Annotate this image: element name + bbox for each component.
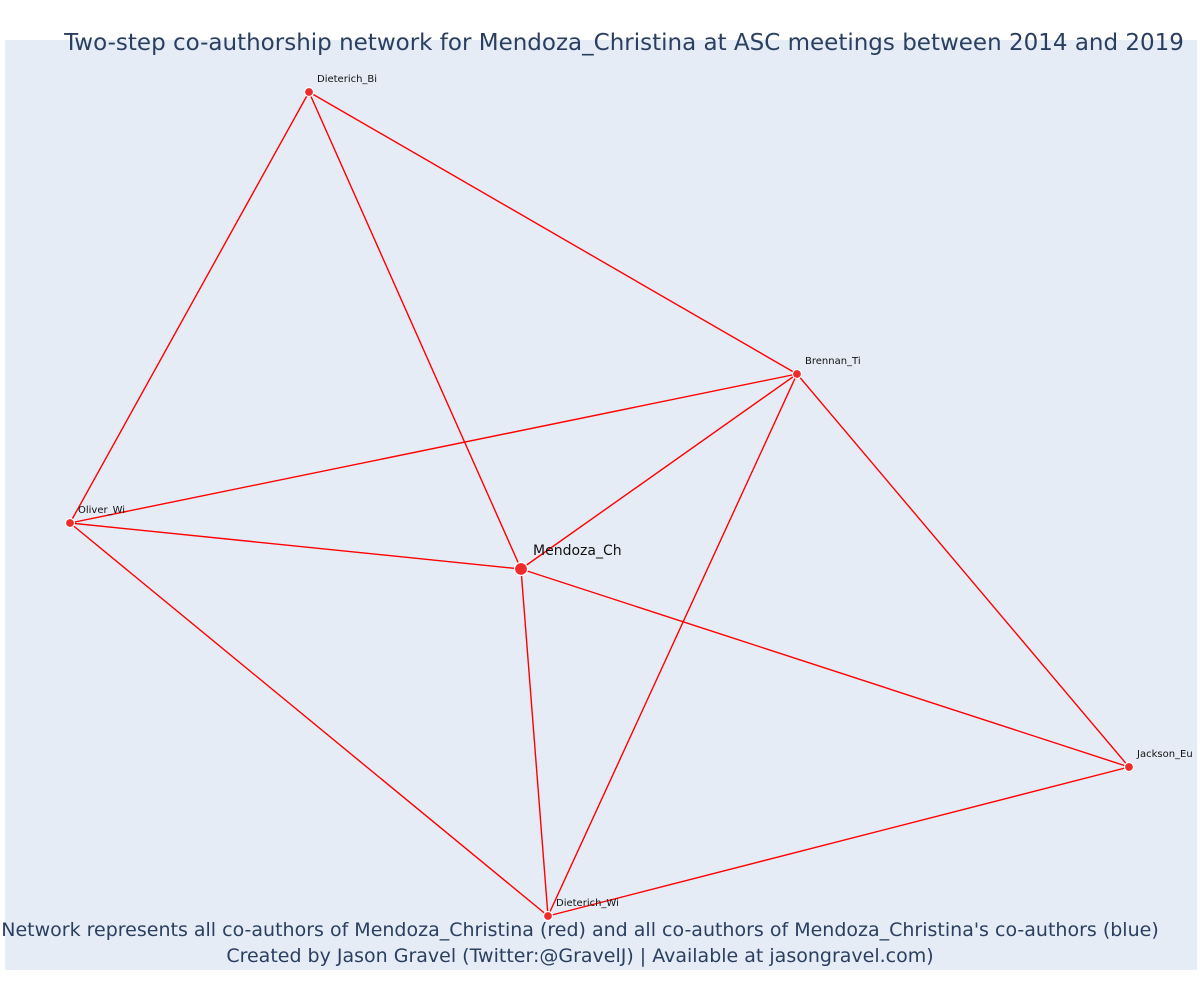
- node-label-mendoza: Mendoza_Ch: [533, 543, 622, 559]
- edge-oliver-mendoza: [69, 522, 522, 570]
- node-label-brennan: Brennan_Ti: [805, 356, 861, 367]
- edge-mendoza-jackson: [520, 568, 1130, 768]
- node-dieterich_wi[interactable]: [542, 910, 554, 922]
- plot-area: [5, 40, 1197, 970]
- node-dieterich_bi[interactable]: [303, 86, 315, 98]
- edge-dieterich_bi-oliver: [69, 91, 310, 524]
- caption-line-1: Network represents all co-authors of Men…: [1, 919, 1159, 941]
- node-oliver[interactable]: [64, 517, 76, 529]
- edge-dieterich_bi-mendoza: [308, 91, 522, 570]
- chart-title: Two-step co-authorship network for Mendo…: [64, 30, 1184, 56]
- edge-brennan-oliver: [69, 373, 798, 524]
- edges-layer: [69, 91, 1130, 917]
- node-label-jackson: Jackson_Eu: [1136, 749, 1193, 760]
- node-jackson[interactable]: [1123, 761, 1135, 773]
- node-label-dieterich_bi: Dieterich_Bi: [317, 74, 377, 85]
- node-label-dieterich_wi: Dieterich_Wi: [556, 898, 619, 909]
- edge-mendoza-dieterich_wi: [520, 568, 549, 917]
- caption-line-2: Created by Jason Gravel (Twitter:@Gravel…: [226, 945, 934, 967]
- node-label-oliver: Oliver_Wi: [78, 505, 125, 516]
- edge-oliver-dieterich_wi: [69, 522, 549, 917]
- node-mendoza[interactable]: [513, 561, 529, 577]
- nodes-layer: Mendoza_Ch Dieterich_BiBrennan_TiOliver_W…: [64, 74, 1193, 922]
- edge-brennan-dieterich_wi: [547, 373, 798, 917]
- edge-brennan-mendoza: [520, 373, 798, 570]
- edge-dieterich_wi-jackson: [547, 766, 1130, 917]
- edge-dieterich_bi-brennan: [308, 91, 798, 375]
- node-brennan[interactable]: [791, 368, 803, 380]
- edge-brennan-jackson: [796, 373, 1130, 768]
